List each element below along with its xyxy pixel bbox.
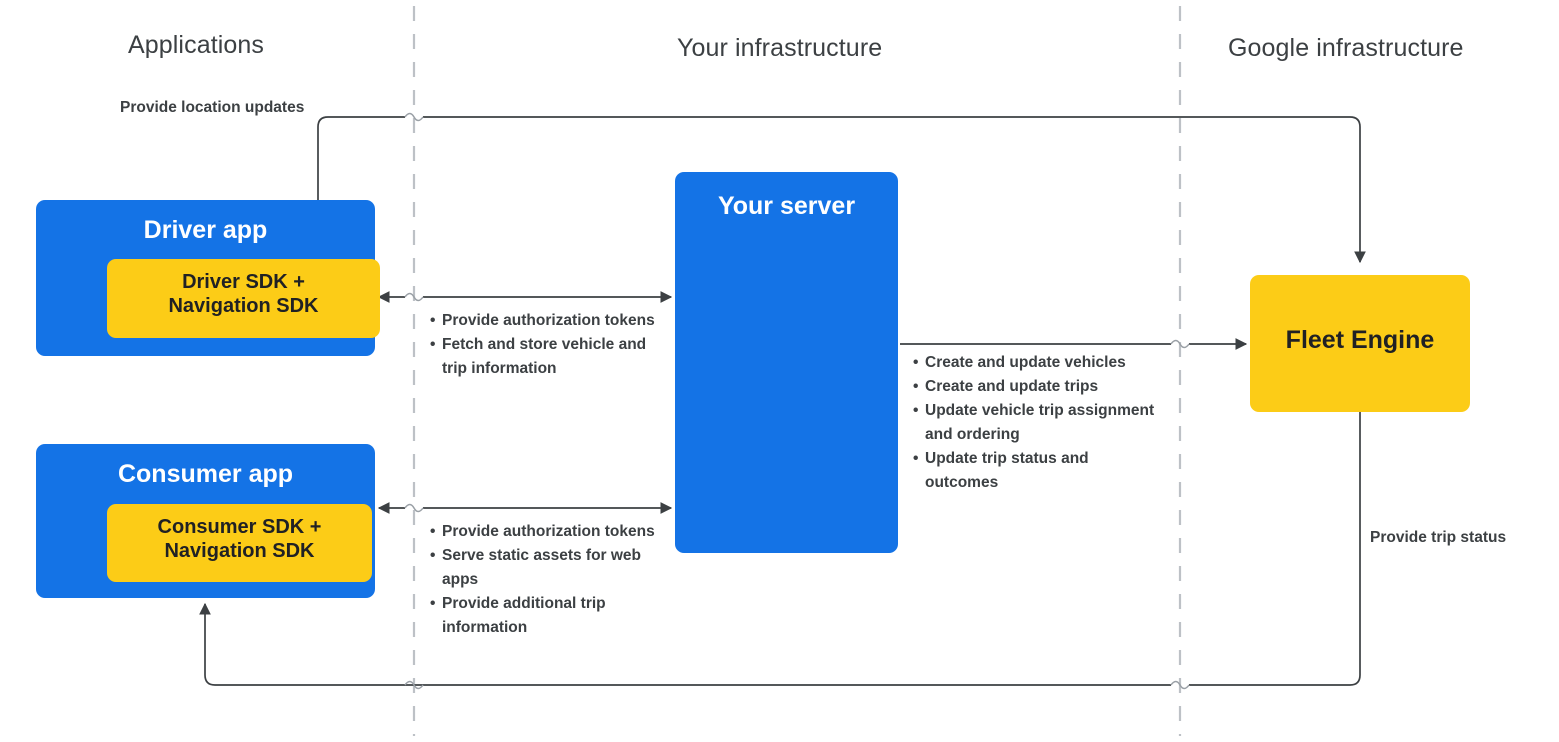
- bullet-item: Create and update trips: [913, 375, 1163, 399]
- bullet-item: Update vehicle trip assignment and order…: [913, 399, 1163, 447]
- bullet-item: Serve static assets for web apps: [430, 544, 660, 592]
- flow-driver-location-updates: [317, 112, 1360, 263]
- zone-title-your-infrastructure: Your infrastructure: [677, 34, 883, 62]
- consumer-sdk-label: Consumer SDK + Navigation SDK: [157, 516, 322, 562]
- edge-bullets-consumer-to-server: Provide authorization tokensServe static…: [430, 520, 660, 640]
- edge-bullets-driver-to-server: Provide authorization tokensFetch and st…: [430, 309, 660, 381]
- bullet-item: Provide authorization tokens: [430, 309, 660, 333]
- driver-sdk-label: Driver SDK + Navigation SDK: [168, 271, 319, 317]
- node-consumer-app[interactable]: Consumer app Consumer SDK + Navigation S…: [36, 444, 375, 598]
- bullet-item: Provide authorization tokens: [430, 520, 660, 544]
- bullet-item: Fetch and store vehicle and trip informa…: [430, 333, 660, 381]
- consumer-app-title: Consumer app: [117, 460, 294, 488]
- node-fleet-engine[interactable]: Fleet Engine: [1250, 275, 1470, 412]
- node-driver-app[interactable]: Driver app Driver SDK + Navigation SDK: [36, 200, 380, 356]
- edge-bullets-server-to-fleet-engine: Create and update vehiclesCreate and upd…: [913, 351, 1163, 495]
- flow-consumer-server: [377, 502, 673, 514]
- node-driver-sdk[interactable]: Driver SDK + Navigation SDK: [107, 259, 380, 338]
- bullet-item: Create and update vehicles: [913, 351, 1163, 375]
- flow-driver-server: [377, 291, 673, 303]
- node-consumer-sdk[interactable]: Consumer SDK + Navigation SDK: [107, 504, 372, 582]
- fleet-engine-title: Fleet Engine: [1285, 326, 1435, 354]
- flow-server-fleet-engine: [900, 338, 1248, 350]
- driver-app-title: Driver app: [143, 216, 268, 244]
- edge-label-provide-location-updates: Provide location updates: [120, 99, 305, 116]
- zone-title-applications: Applications: [128, 31, 265, 59]
- your-server-title: Your server: [717, 192, 856, 220]
- zone-title-google-infrastructure: Google infrastructure: [1228, 34, 1464, 62]
- node-your-server[interactable]: Your server: [675, 172, 898, 553]
- flow-fleet-engine-trip-status: [205, 412, 1361, 690]
- bullet-item: Provide additional trip information: [430, 592, 660, 640]
- bullet-item: Update trip status and outcomes: [913, 447, 1163, 495]
- edge-label-provide-trip-status: Provide trip status: [1370, 529, 1507, 546]
